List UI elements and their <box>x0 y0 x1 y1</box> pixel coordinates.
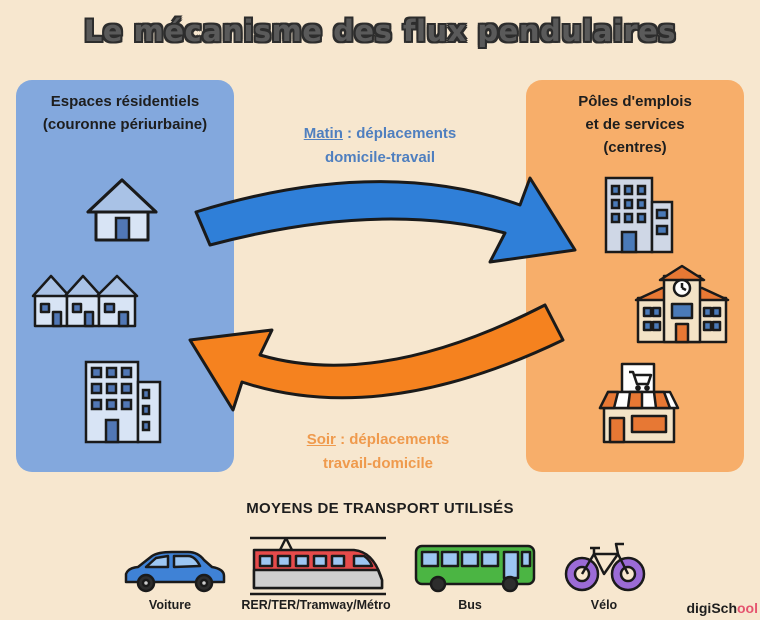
office-tower-icon <box>604 176 674 254</box>
school-building-icon <box>634 264 730 344</box>
morning-arrow <box>194 176 577 264</box>
centers-zone-title: Pôles d'emplois et de services (centres) <box>526 90 744 159</box>
evening-arrow <box>188 303 565 412</box>
evening-line2: travail-domicile <box>322 455 434 472</box>
evening-keyword: Soir <box>306 431 336 448</box>
residential-title-line1: Espaces résidentiels <box>50 93 200 110</box>
morning-line2: domicile-travail <box>324 149 436 166</box>
train-icon <box>250 536 386 596</box>
evening-line1: Soir : déplacements <box>268 428 488 452</box>
evening-flow-label: Soir : déplacements travail-domicile <box>268 428 488 476</box>
centers-title-line3: (centres) <box>603 139 667 156</box>
shop-icon <box>598 362 680 444</box>
bus-icon <box>414 544 536 593</box>
bicycle-icon <box>564 542 646 592</box>
brand-logo: digiSchool <box>686 600 758 616</box>
car-label: Voiture <box>148 598 192 612</box>
bicycle-label: Vélo <box>590 598 618 612</box>
bus-label: Bus <box>458 598 482 612</box>
brand-text-b: ool <box>737 600 758 616</box>
car-icon <box>124 550 226 593</box>
train-label: RER/TER/Tramway/Métro <box>241 598 391 612</box>
residential-title-line2: (couronne périurbaine) <box>42 116 208 133</box>
morning-line1: Matin : déplacements <box>270 122 490 146</box>
brand-text-a: digiSch <box>686 600 737 616</box>
house-icon <box>86 178 158 242</box>
residential-zone-title: Espaces résidentiels (couronne périurbai… <box>16 90 234 136</box>
centers-title-line1: Pôles d'emplois <box>578 93 692 110</box>
evening-line1-rest: : déplacements <box>335 431 450 448</box>
morning-flow-label: Matin : déplacements domicile-travail <box>270 122 490 170</box>
apartment-building-icon <box>84 360 162 444</box>
morning-keyword: Matin <box>303 125 343 142</box>
page-title: Le mécanisme des flux pendulaires <box>83 14 677 48</box>
morning-line1-rest: : déplacements <box>342 125 457 142</box>
transport-title: MOYENS DE TRANSPORT UTILISÉS <box>246 500 514 517</box>
row-houses-icon <box>31 274 139 328</box>
centers-title-line2: et de services <box>585 116 685 133</box>
